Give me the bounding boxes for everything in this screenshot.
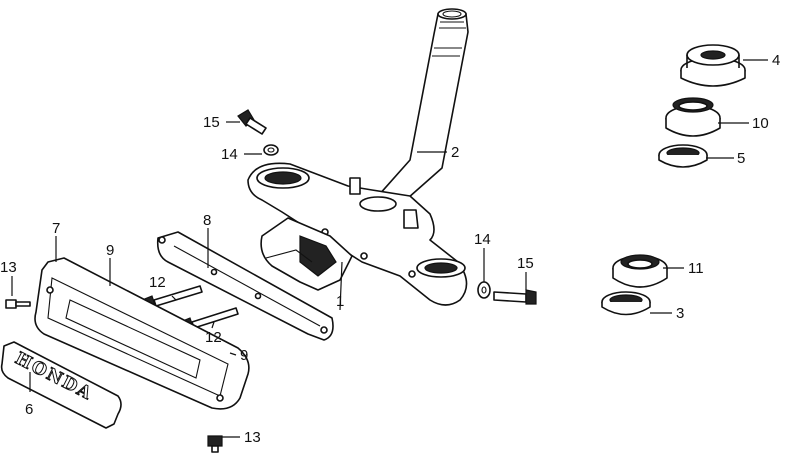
- ball-race-top: [658, 144, 708, 168]
- callout-4: 4: [772, 52, 780, 69]
- callout-14-lower: 14: [474, 231, 491, 248]
- screw-13-lower: [207, 435, 223, 453]
- callout-12-lower: 12: [205, 329, 222, 346]
- callout-6: 6: [25, 401, 33, 418]
- callout-9-upper: 9: [106, 242, 114, 259]
- top-cone-race: [680, 44, 746, 87]
- callout-13-lower: 13: [244, 429, 261, 446]
- callout-12-upper: 12: [149, 274, 166, 291]
- leader-lines: [11, 59, 768, 438]
- emblem-bracket: [156, 217, 353, 341]
- bolt-15-lower: [493, 289, 537, 305]
- callout-3: 3: [676, 305, 684, 322]
- callout-7: 7: [52, 220, 60, 237]
- callout-15-lower: 15: [517, 255, 534, 272]
- callout-1: 1: [336, 293, 344, 310]
- callout-5: 5: [737, 150, 745, 167]
- callout-13-upper: 13: [0, 259, 17, 276]
- emblem-plate: [34, 257, 250, 410]
- callout-14-upper: 14: [221, 146, 238, 163]
- steering-bearing-bottom: [612, 254, 668, 288]
- steering-bearing-top: [665, 97, 721, 137]
- callout-2: 2: [451, 144, 459, 161]
- callout-15-upper: 15: [203, 114, 220, 131]
- washer-14-upper: [263, 144, 279, 156]
- callout-8: 8: [203, 212, 211, 229]
- callout-labels: 1 2 3 4 5 6 7 8 9 9 10 11 12 12 13 13 14…: [0, 52, 780, 446]
- bolt-15-upper: [237, 109, 267, 135]
- washer-14-lower: [477, 281, 491, 299]
- steering-stem: [247, 8, 469, 306]
- callout-10: 10: [752, 115, 769, 132]
- callout-9-lower: 9: [240, 347, 248, 364]
- callout-11: 11: [688, 260, 704, 277]
- screw-13-upper: [5, 299, 31, 309]
- ball-race-bottom: [601, 291, 651, 316]
